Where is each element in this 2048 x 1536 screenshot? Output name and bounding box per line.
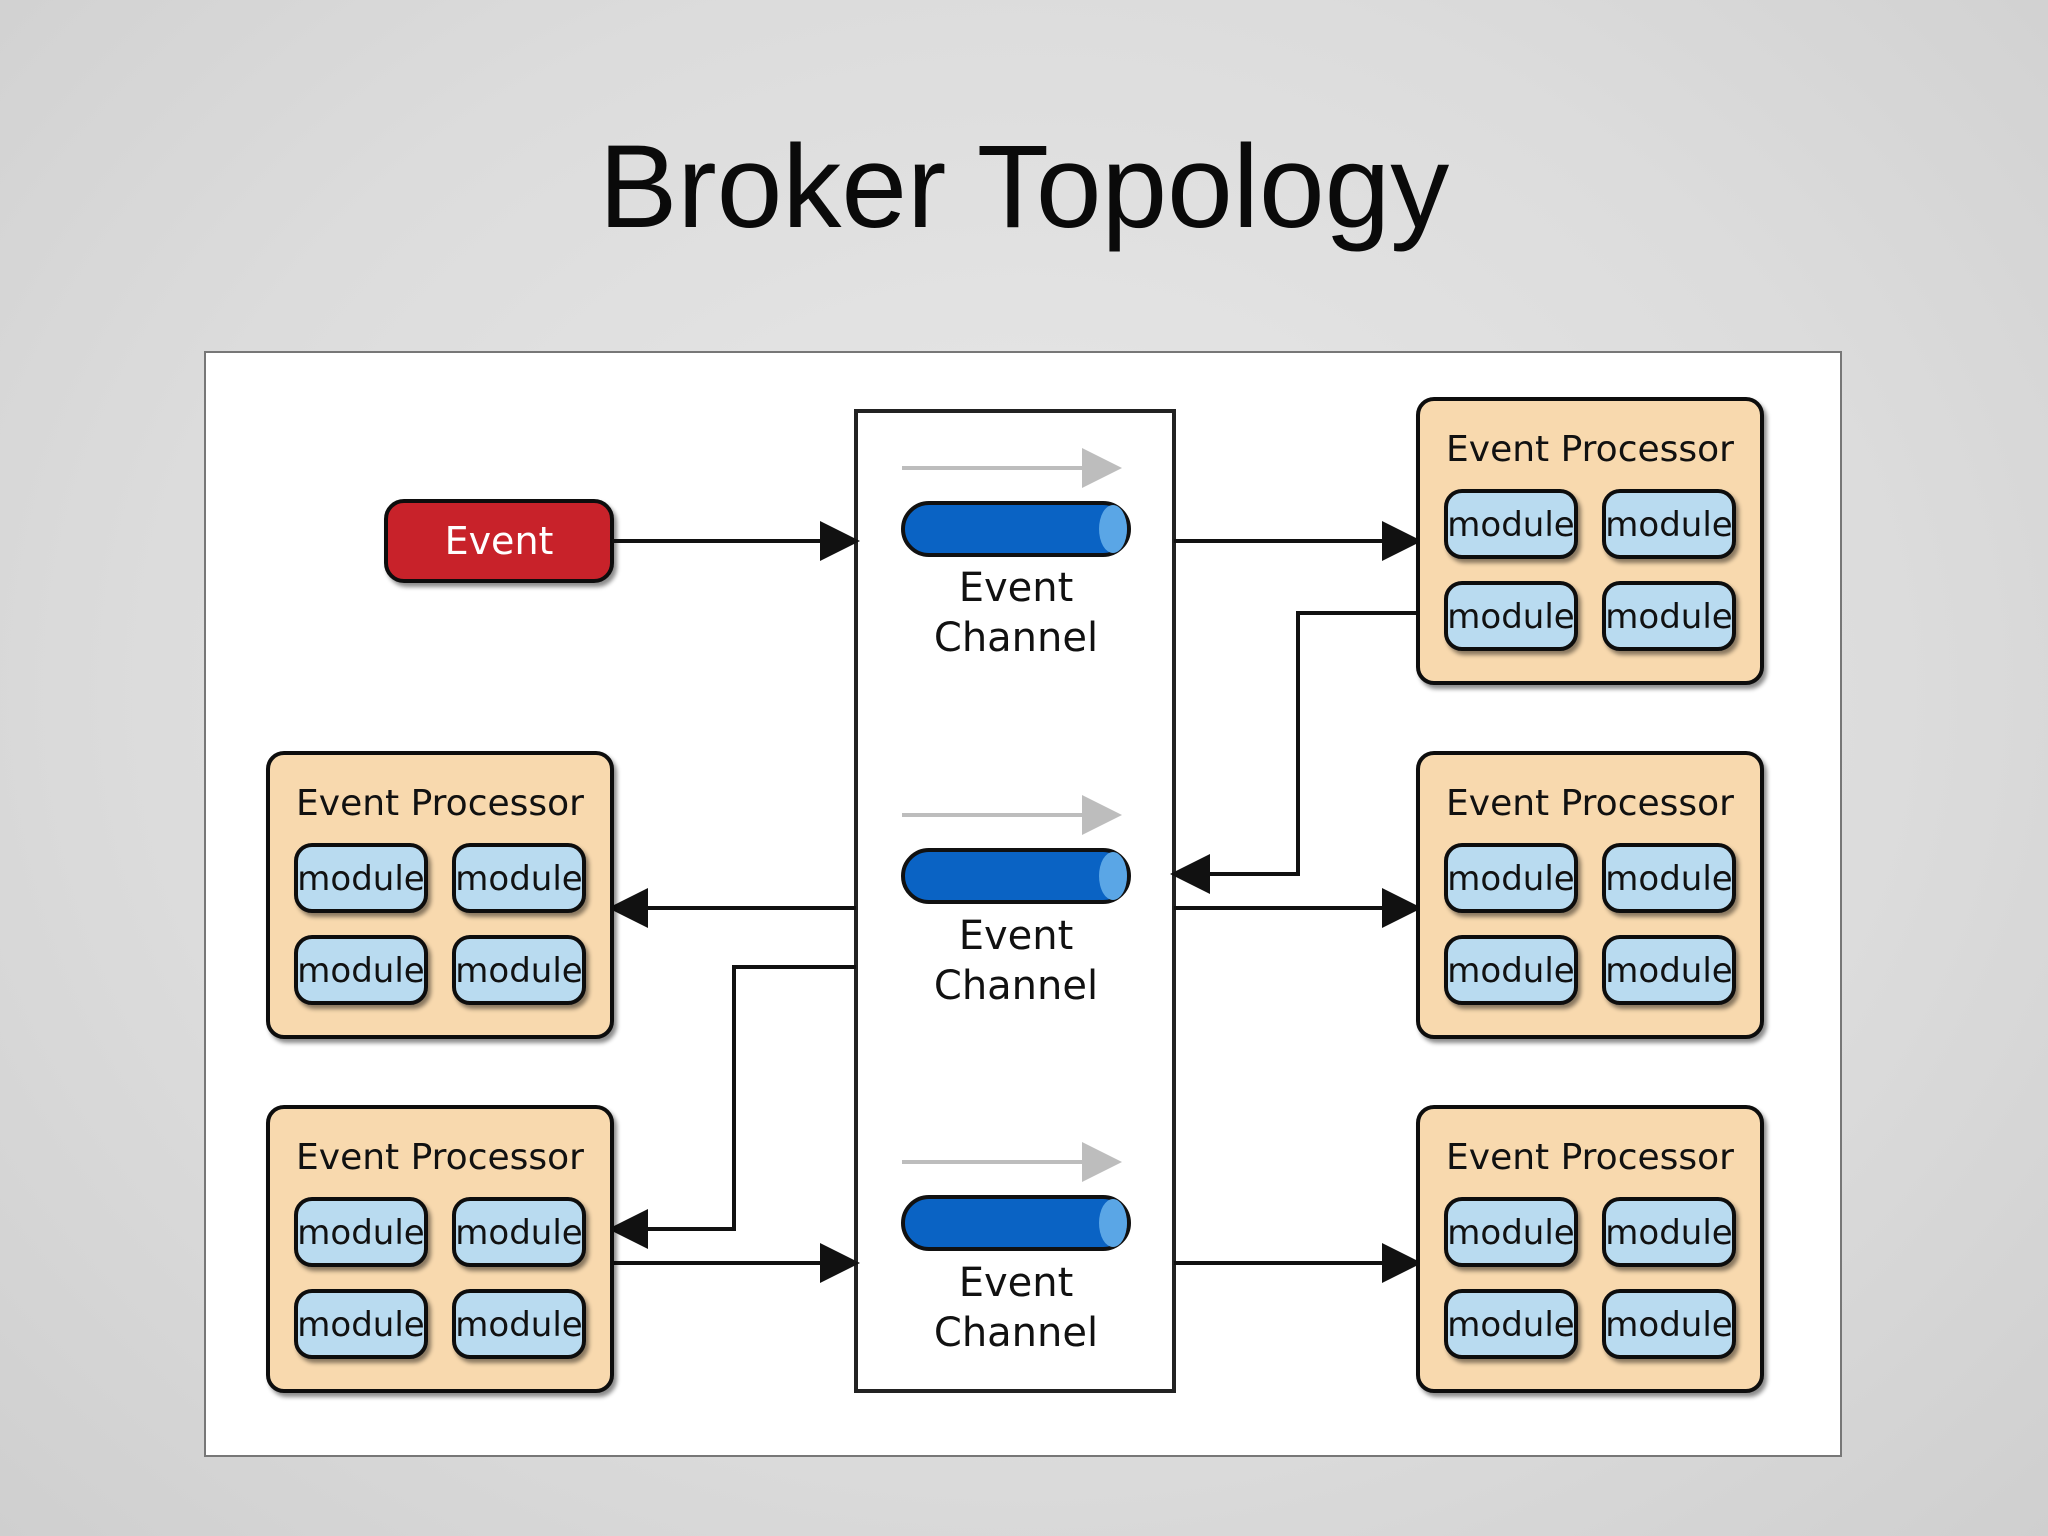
module-box — [452, 843, 586, 913]
module-label: module — [1605, 951, 1732, 991]
event-processor: Event Processor module module module mod… — [266, 751, 614, 1039]
module-label: module — [1447, 1305, 1574, 1345]
module-box — [1602, 843, 1736, 913]
module-box — [1602, 581, 1736, 651]
processor-title: Event Processor — [296, 1137, 584, 1178]
event-channel-1: Event Channel — [901, 448, 1131, 661]
channel-pipe-icon — [901, 848, 1131, 904]
module-box — [1444, 489, 1578, 559]
broker-topology-diagram: Event Channel Event Channel Event Channe… — [266, 397, 1764, 1393]
module-box — [1602, 935, 1736, 1005]
module-label: module — [1447, 1213, 1574, 1253]
module-label: module — [455, 859, 582, 899]
module-label: module — [1605, 859, 1732, 899]
connectors — [608, 521, 1422, 1283]
channel-label-line2: Channel — [934, 963, 1098, 1009]
module-box — [294, 843, 428, 913]
module-label: module — [297, 1305, 424, 1345]
module-box — [1444, 1289, 1578, 1359]
module-label: module — [455, 1213, 582, 1253]
module-label: module — [1447, 859, 1574, 899]
module-label: module — [1605, 597, 1732, 637]
channel-label-line1: Event — [959, 1260, 1074, 1306]
connector-arrow — [1170, 611, 1418, 894]
event-processor: Event Processor module module module mod… — [1416, 1105, 1764, 1393]
initial-event: Event — [384, 499, 614, 583]
channel-pipe-icon — [901, 501, 1131, 557]
channel-label-line2: Channel — [934, 615, 1098, 661]
module-box — [1602, 1289, 1736, 1359]
module-box — [452, 935, 586, 1005]
channel-label-line1: Event — [959, 565, 1074, 611]
module-box — [1444, 843, 1578, 913]
channel-label-line1: Event — [959, 913, 1074, 959]
module-box — [1444, 1197, 1578, 1267]
event-channel-3: Event Channel — [901, 1142, 1131, 1356]
event-processor: Event Processor module module module mod… — [266, 1105, 614, 1393]
module-label: module — [1447, 951, 1574, 991]
module-label: module — [1447, 505, 1574, 545]
slide-title: Broker Topology — [598, 121, 1450, 253]
module-box — [1602, 489, 1736, 559]
channel-pipe-icon — [901, 1195, 1131, 1251]
processor-title: Event Processor — [1446, 429, 1734, 470]
module-label: module — [1447, 597, 1574, 637]
event-processor: Event Processor module module module mod… — [1416, 397, 1764, 685]
event-label: Event — [445, 519, 554, 563]
module-box — [1444, 581, 1578, 651]
module-box — [294, 1289, 428, 1359]
module-label: module — [1605, 505, 1732, 545]
module-label: module — [1605, 1305, 1732, 1345]
module-box — [1602, 1197, 1736, 1267]
module-box — [1444, 935, 1578, 1005]
module-label: module — [455, 951, 582, 991]
event-channel-2: Event Channel — [901, 795, 1131, 1009]
module-label: module — [297, 951, 424, 991]
diagram-panel: Event Channel Event Channel Event Channe… — [204, 351, 1842, 1457]
module-box — [452, 1197, 586, 1267]
module-label: module — [297, 859, 424, 899]
event-processor: Event Processor module module module mod… — [1416, 751, 1764, 1039]
channel-label-line2: Channel — [934, 1310, 1098, 1356]
module-label: module — [1605, 1213, 1732, 1253]
module-label: module — [297, 1213, 424, 1253]
processor-title: Event Processor — [1446, 1137, 1734, 1178]
module-box — [294, 1197, 428, 1267]
module-box — [452, 1289, 586, 1359]
module-box — [294, 935, 428, 1005]
connector-arrow — [608, 965, 856, 1249]
processor-title: Event Processor — [296, 783, 584, 824]
processor-title: Event Processor — [1446, 783, 1734, 824]
module-label: module — [455, 1305, 582, 1345]
